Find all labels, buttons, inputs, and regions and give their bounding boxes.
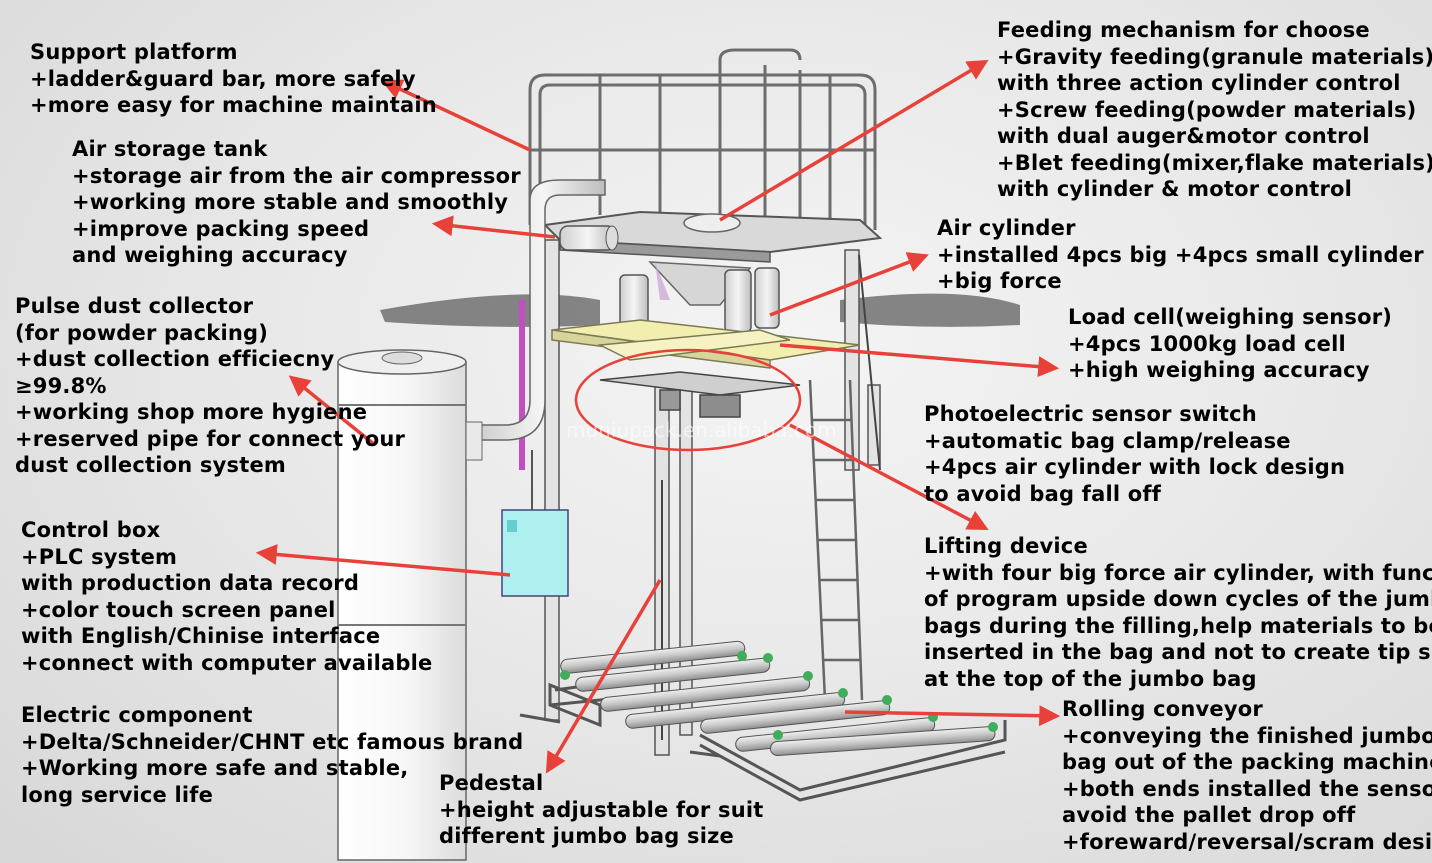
callout-line: +big force xyxy=(937,269,1062,293)
callout-line: +storage air from the air compressor xyxy=(72,163,521,188)
callout-line: +working shop more hygiene xyxy=(15,400,368,424)
callout-line: bags during the filling,help materials t… xyxy=(924,613,1432,638)
frame-columns xyxy=(544,239,881,756)
callout-line: +automatic bag clamp/release xyxy=(924,428,1291,453)
arrow-rolling-conveyor xyxy=(844,705,1061,727)
callout-electric-component: Electric component +Delta/Schneider/CHNT… xyxy=(21,702,523,808)
callout-line: dust collection system xyxy=(15,453,286,477)
callout-line: +reserved pipe for connect your xyxy=(15,426,406,451)
callout-title: Support platform xyxy=(30,40,238,64)
arrow-air-cylinder xyxy=(769,252,929,317)
callout-line: +both ends installed the sensor xyxy=(1062,776,1432,801)
callout-title: Electric component xyxy=(21,703,253,727)
shadow-right xyxy=(840,293,1020,327)
callout-line: of program upside down cycles of the jum… xyxy=(924,587,1432,611)
callout-line: bag out of the packing machine xyxy=(1062,750,1432,774)
callout-line: with English/Chinise interface xyxy=(21,624,381,648)
arrow-feeding xyxy=(719,59,989,222)
highlight-ellipse xyxy=(574,348,802,452)
callout-line: +4pcs 1000kg load cell xyxy=(1068,331,1346,356)
callout-line: +connect with computer available xyxy=(21,650,433,675)
feed-inlet xyxy=(683,213,741,233)
callout-title: Air storage tank xyxy=(72,137,268,161)
callout-line: +foreward/reversal/scram design xyxy=(1062,829,1432,854)
callout-line: +PLC system xyxy=(21,544,178,569)
pink-pipe xyxy=(519,300,525,470)
callout-title: Air cylinder xyxy=(937,216,1076,240)
callout-arrows xyxy=(255,59,1061,774)
callout-line: +Screw feeding(powder materials) xyxy=(997,97,1417,122)
callout-title: Photoelectric sensor switch xyxy=(924,402,1257,426)
callout-line: +dust collection efficiecny xyxy=(15,347,335,371)
control-box-drawing xyxy=(501,450,569,597)
arrow-load-cell xyxy=(779,343,1060,378)
callout-control-box: Control box +PLC system with production … xyxy=(21,517,432,676)
callout-line: +installed 4pcs big +4pcs small cylinder xyxy=(937,242,1424,267)
callout-line: +improve packing speed xyxy=(72,216,370,241)
callout-photoelectric-sensor: Photoelectric sensor switch +automatic b… xyxy=(924,401,1345,507)
callout-line: long service life xyxy=(21,782,214,807)
callout-line: inserted in the bag and not to create ti… xyxy=(924,640,1432,664)
callout-line: and weighing accuracy xyxy=(72,243,348,267)
callout-line: at the top of the jumbo bag xyxy=(924,666,1257,691)
callout-air-cylinder: Air cylinder +installed 4pcs big +4pcs s… xyxy=(937,215,1424,295)
callout-feeding-mechanism: Feeding mechanism for choose +Gravity fe… xyxy=(997,17,1432,203)
shadow-left xyxy=(380,294,600,327)
callout-line: +working more stable and smoothly xyxy=(72,190,509,214)
roller-caps xyxy=(560,651,998,740)
callout-pedestal: Pedestal +height adjustable for suit dif… xyxy=(439,770,763,850)
callout-line: +conveying the finished jumbo xyxy=(1062,723,1432,748)
callout-pulse-dust-collector: Pulse dust collector (for powder packing… xyxy=(15,293,405,479)
callout-line: +Blet feeding(mixer,flake materials) xyxy=(997,150,1432,175)
watermark: muniupack.en.alibaba.com xyxy=(566,418,837,442)
ladder xyxy=(808,379,864,701)
callout-line: +height adjustable for suit xyxy=(439,797,764,822)
callout-line: (for powder packing) xyxy=(15,320,269,345)
callout-line: +Delta/Schneider/CHNT etc famous brand xyxy=(21,729,524,754)
callout-line: with production data record xyxy=(21,571,360,595)
callout-line: ≥99.8% xyxy=(15,373,107,398)
callout-rolling-conveyor: Rolling conveyor +conveying the finished… xyxy=(1062,696,1432,855)
callout-line: +ladder&guard bar, more safely xyxy=(30,66,416,91)
callout-line: +Gravity feeding(granule materials) xyxy=(997,44,1432,69)
callout-line: +more easy for machine maintain xyxy=(30,93,437,117)
callout-line: to avoid bag fall off xyxy=(924,481,1162,506)
arrow-air-tank xyxy=(431,215,556,239)
lifting-device xyxy=(599,371,801,418)
callout-lifting-device: Lifting device +with four big force air … xyxy=(924,533,1432,692)
callout-line: +high weighing accuracy xyxy=(1068,358,1370,382)
callout-line: +color touch screen panel xyxy=(21,597,336,622)
arrow-support-platform xyxy=(381,79,531,152)
callout-line: with cylinder & motor control xyxy=(997,177,1353,201)
callout-title: Pulse dust collector xyxy=(15,294,254,318)
arrow-lifting xyxy=(789,423,989,530)
callout-line: different jumbo bag size xyxy=(439,824,734,848)
callout-line: with dual auger&motor control xyxy=(997,124,1370,148)
rollers xyxy=(560,640,996,756)
callout-air-storage-tank: Air storage tank +storage air from the a… xyxy=(72,136,521,269)
arrow-control-box xyxy=(255,544,511,577)
callout-title: Pedestal xyxy=(439,771,544,795)
weighing-platform xyxy=(551,319,861,369)
callout-line: +with four big force air cylinder, with … xyxy=(924,560,1432,585)
callout-support-platform: Support platform +ladder&guard bar, more… xyxy=(30,39,437,119)
callout-title: Lifting device xyxy=(924,534,1088,558)
callout-line: +4pcs air cylinder with lock design xyxy=(924,455,1346,479)
guard-rail xyxy=(528,48,877,230)
callout-line: avoid the pallet drop off xyxy=(1062,803,1356,827)
callout-title: Rolling conveyor xyxy=(1062,697,1263,721)
callout-title: Feeding mechanism for choose xyxy=(997,18,1370,42)
callout-title: Control box xyxy=(21,518,161,542)
dust-collector xyxy=(337,349,483,861)
callout-line: +Working more safe and stable, xyxy=(21,756,409,780)
callout-title: Load cell(weighing sensor) xyxy=(1068,305,1393,329)
arrow-dust-collector xyxy=(288,375,377,447)
callout-load-cell: Load cell(weighing sensor) +4pcs 1000kg … xyxy=(1068,304,1392,384)
arrow-pedestal xyxy=(545,579,662,774)
dust-duct xyxy=(479,179,606,441)
callout-line: with three action cylinder control xyxy=(997,71,1401,95)
